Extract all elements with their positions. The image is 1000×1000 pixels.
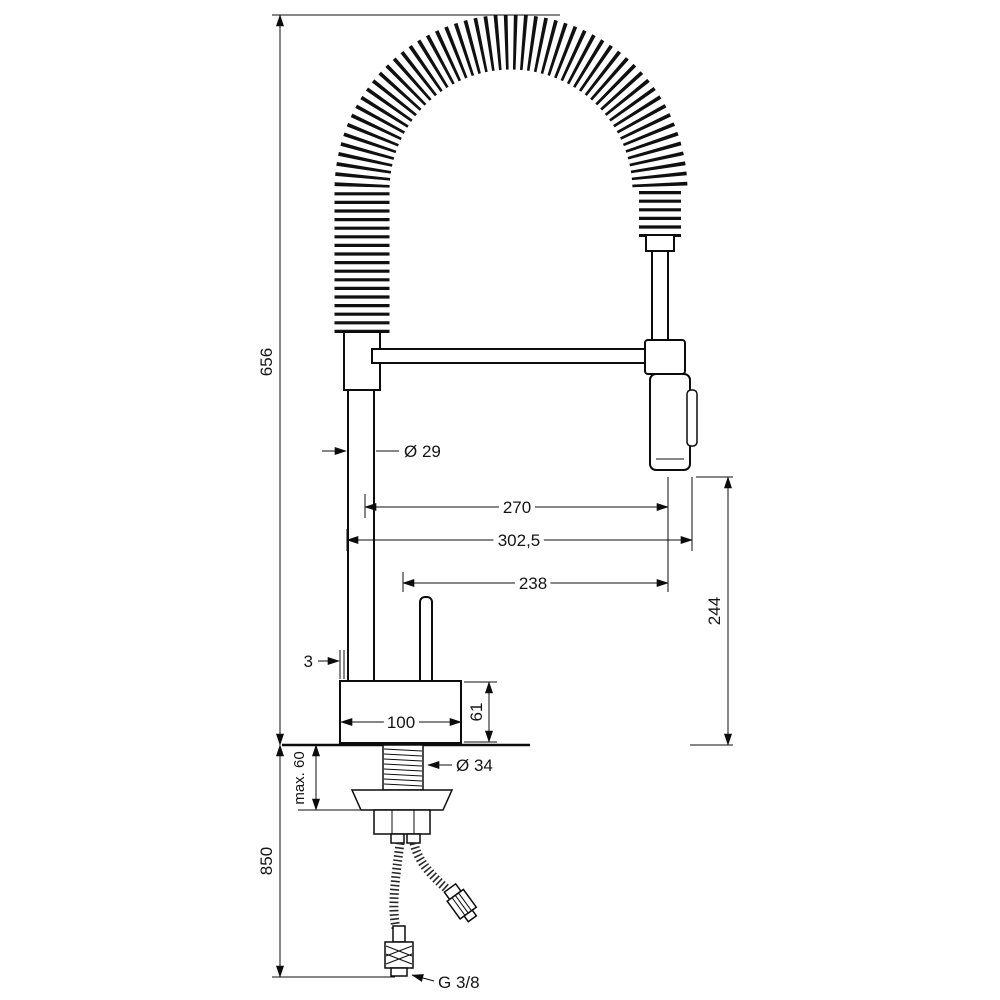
dim-spout-pipe-diameter-label: Ø 29 [404, 442, 441, 461]
hose-fitting-angled [443, 882, 478, 923]
dim-hole-diameter: Ø 34 [427, 756, 493, 775]
dim-overall-height: 656 [257, 14, 284, 746]
mixer-base-body [339, 680, 462, 744]
dim-edge-offset-label: 3 [304, 652, 313, 671]
dim-reach-inner-label: 238 [519, 574, 547, 593]
lever-handle [419, 596, 433, 686]
mounting-flange [350, 789, 454, 811]
dim-body-width: 100 [340, 709, 462, 737]
dim-hose-length: 850 [257, 744, 284, 978]
dim-max-counter-thickness: max. 60 [291, 744, 320, 811]
dim-hole-diameter-label: Ø 34 [456, 756, 493, 775]
spring-collar-right [645, 234, 675, 252]
dim-hose-length-label: 850 [257, 847, 276, 875]
extension-lines [272, 14, 733, 978]
threaded-shank [382, 744, 424, 791]
dim-reach-overall: 302,5 [346, 527, 693, 555]
dim-spray-head-height: 244 [705, 476, 732, 746]
dim-body-height-label: 61 [467, 703, 486, 722]
dim-reach-overall-label: 302,5 [498, 531, 541, 550]
dim-reach-inner: 238 [402, 570, 669, 598]
dim-edge-offset: 3 [304, 652, 340, 671]
dim-connection-thread: G 3/8 [411, 973, 480, 992]
faucet-body-group [339, 234, 698, 744]
spray-head-holder [644, 339, 686, 375]
supply-hose-left [389, 842, 405, 929]
spring-hose [334, 14, 688, 333]
hose-outlet-stub [390, 833, 405, 844]
dim-overall-height-label: 656 [257, 348, 276, 376]
dim-spray-head-height-label: 244 [705, 597, 724, 625]
dim-reach-spray-center-label: 270 [503, 498, 531, 517]
dim-max-counter-thickness-label: max. 60 [291, 751, 308, 804]
supply-hose-right [409, 841, 451, 894]
shank-threads [383, 748, 423, 787]
spout-arm [371, 348, 649, 364]
dim-connection-thread-label: G 3/8 [438, 973, 480, 992]
dim-body-height: 61 [467, 681, 493, 743]
hose-outlet-stub [406, 833, 421, 844]
mounting-nut [373, 809, 431, 835]
spray-hose-tube [651, 250, 669, 354]
riser-pipe [347, 389, 375, 683]
dim-body-width-label: 100 [387, 713, 415, 732]
spray-head-body [649, 373, 691, 471]
dim-spout-pipe-diameter: Ø 29 [322, 442, 441, 461]
dim-reach-spray-center: 270 [364, 494, 669, 522]
spray-mode-button [686, 389, 698, 447]
under-counter-group [350, 744, 478, 977]
hose-connector-g38 [384, 925, 414, 977]
